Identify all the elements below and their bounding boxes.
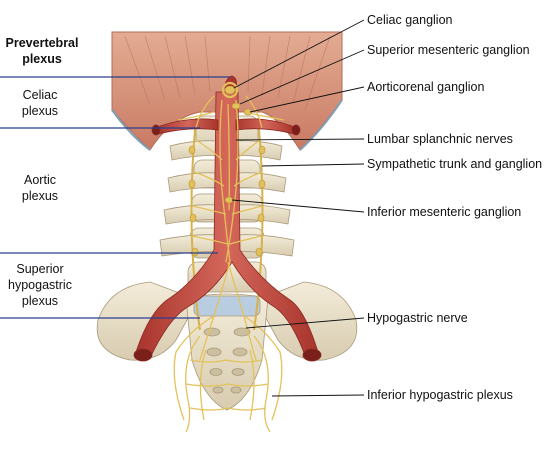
plexus-divider-lines bbox=[0, 76, 230, 319]
right-labels: Celiac ganglion Superior mesenteric gang… bbox=[367, 13, 542, 402]
aorta bbox=[133, 75, 322, 362]
lumbar-splanchnic-nerves-label: Lumbar splanchnic nerves bbox=[367, 132, 513, 146]
superior-mesenteric-ganglion-label: Superior mesenteric ganglion bbox=[367, 43, 530, 57]
superior-hypogastric-label-line1: Superior bbox=[16, 262, 63, 276]
inferior-hypogastric-plexus-label: Inferior hypogastric plexus bbox=[367, 388, 513, 402]
hypogastric-nerve-label: Hypogastric nerve bbox=[367, 311, 468, 325]
aorticorenal-ganglion-label: Aorticorenal ganglion bbox=[367, 80, 484, 94]
left-panel-labels: Prevertebral plexus Celiac plexus Aortic… bbox=[6, 36, 79, 308]
leader-lines bbox=[231, 19, 365, 397]
superior-hypogastric-label-line3: plexus bbox=[22, 294, 58, 308]
sympathetic-trunk-label: Sympathetic trunk and ganglion bbox=[367, 157, 542, 171]
aortic-plexus-label-line2: plexus bbox=[22, 189, 58, 203]
celiac-plexus-label-line2: plexus bbox=[22, 104, 58, 118]
pelvis bbox=[96, 281, 358, 411]
prevertebral-heading-line2: plexus bbox=[22, 52, 62, 66]
celiac-plexus-label-line1: Celiac bbox=[23, 88, 58, 102]
celiac-ganglion-label: Celiac ganglion bbox=[367, 13, 453, 27]
inferior-mesenteric-ganglion-label: Inferior mesenteric ganglion bbox=[367, 205, 521, 219]
prevertebral-heading-line1: Prevertebral bbox=[6, 36, 79, 50]
ganglia bbox=[188, 85, 266, 257]
aortic-plexus-label-line1: Aortic bbox=[24, 173, 56, 187]
superior-hypogastric-label-line2: hypogastric bbox=[8, 278, 72, 292]
